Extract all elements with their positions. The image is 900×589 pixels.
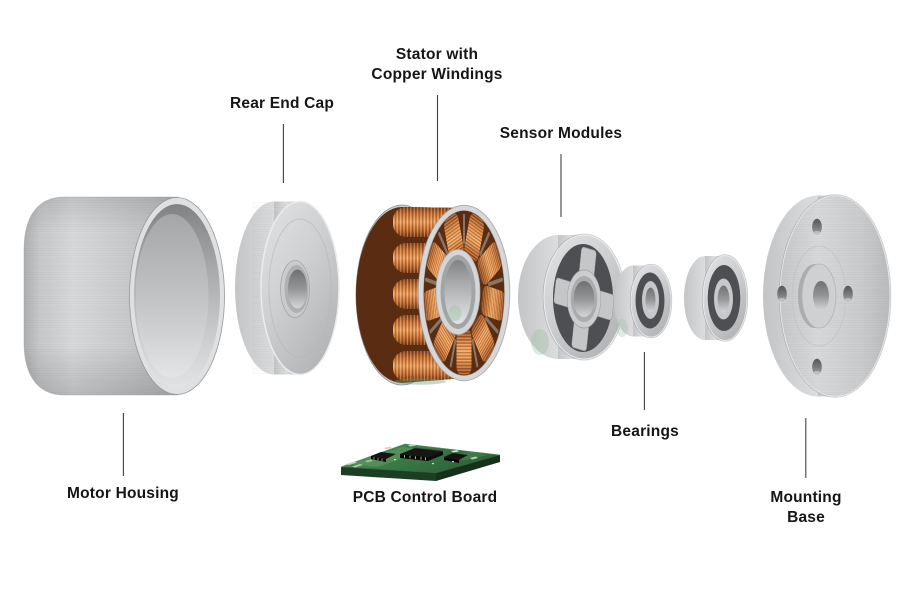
ic-chip-left xyxy=(371,452,396,462)
rear-end-cap-illustration xyxy=(235,200,340,376)
label-mounting-base: Mounting Base xyxy=(770,489,842,526)
stator-illustration xyxy=(355,204,511,386)
ic-chip-large xyxy=(400,447,444,461)
label-stator: Stator with Copper Windings xyxy=(371,46,503,83)
pcb-illustration xyxy=(340,443,501,481)
label-motor-housing: Motor Housing xyxy=(67,485,179,502)
leader-lines xyxy=(122,95,807,478)
center-hub xyxy=(798,263,837,329)
label-sensor-modules: Sensor Modules xyxy=(499,125,623,142)
housing-opening xyxy=(129,197,225,395)
small-components xyxy=(346,444,478,468)
label-bearings: Bearings xyxy=(611,423,679,440)
label-pcb-control-board: PCB Control Board xyxy=(352,489,498,506)
label-rear-end-cap: Rear End Cap xyxy=(229,95,335,112)
bearings-illustration xyxy=(614,254,749,342)
sensor-modules-illustration xyxy=(518,233,626,361)
bearing-small xyxy=(614,263,673,339)
stator-bore xyxy=(435,249,481,335)
end-cap-center-hole xyxy=(280,260,310,318)
ic-chip-right xyxy=(444,453,468,463)
mounting-base-illustration xyxy=(763,194,892,398)
sensor-hub xyxy=(553,246,615,352)
motor-housing-illustration xyxy=(23,196,225,396)
bolt-holes xyxy=(777,218,853,377)
bearing-large xyxy=(684,254,749,342)
